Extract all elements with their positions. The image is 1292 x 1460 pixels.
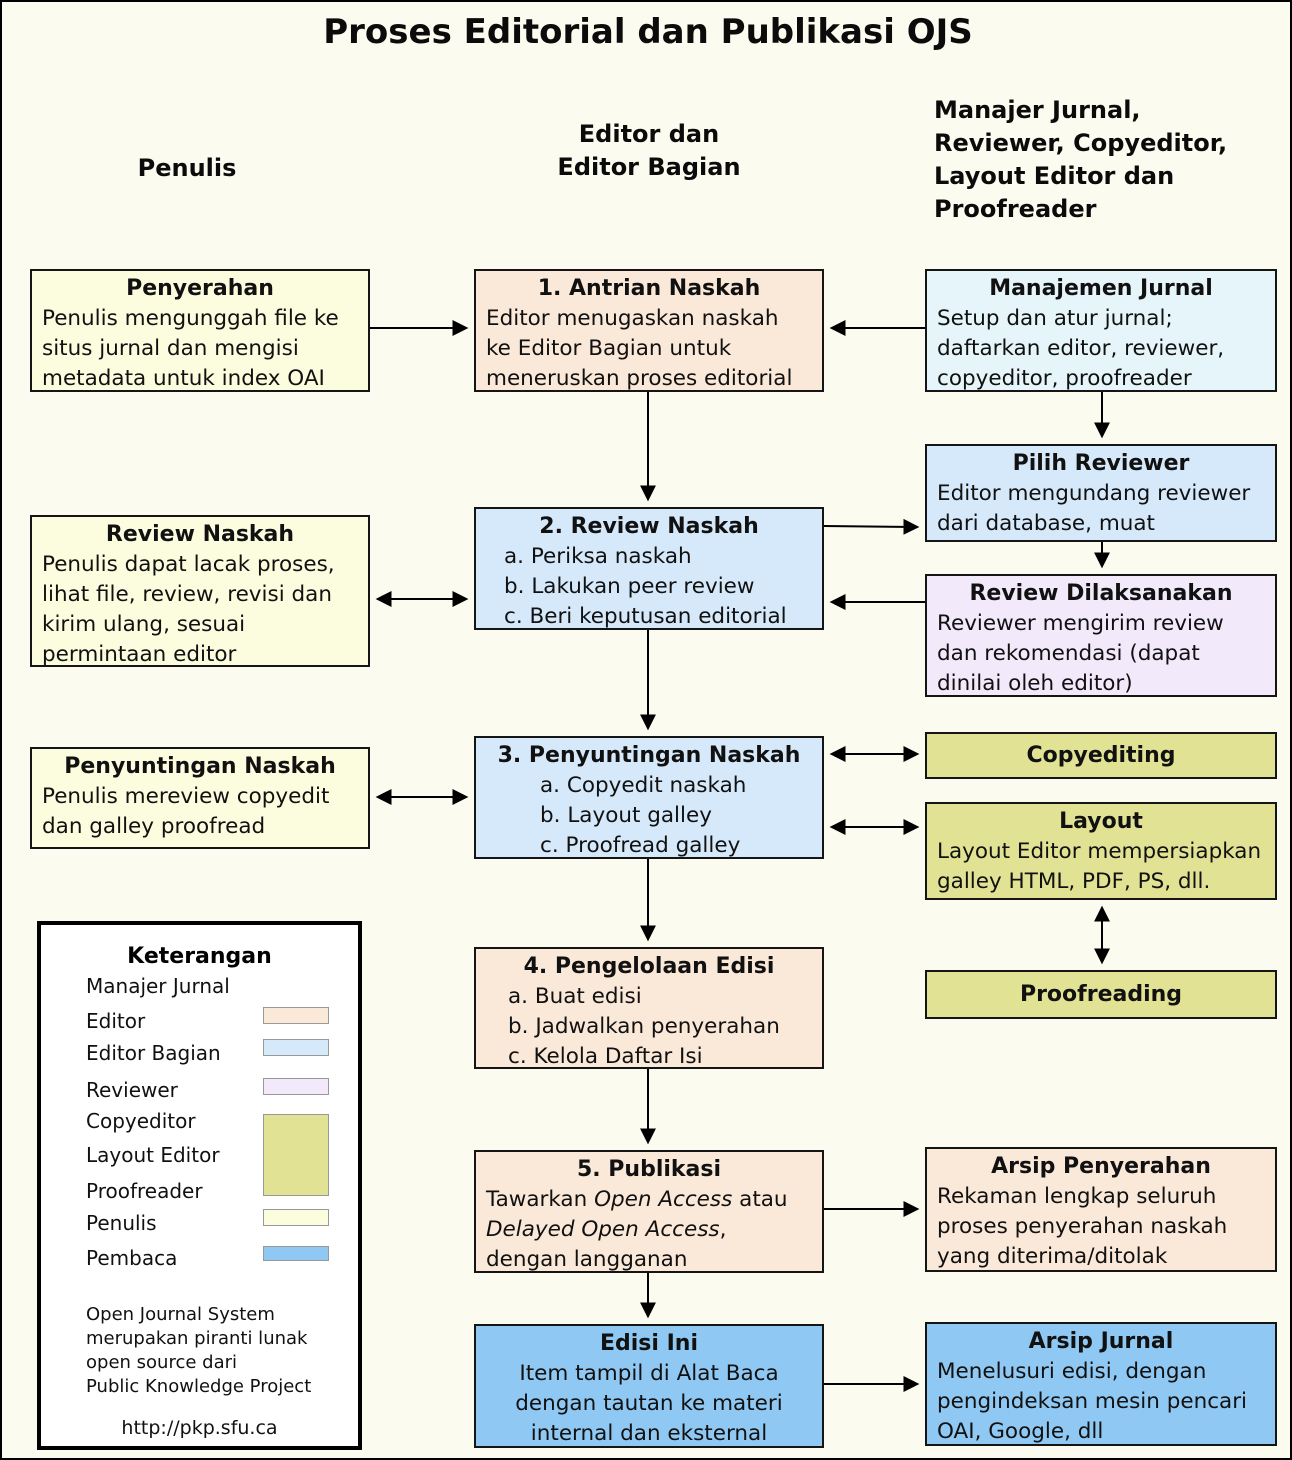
- box-penyuntingan-penulis-title: Penyuntingan Naskah: [64, 754, 336, 779]
- box-review-naskah: 2. Review Naskah a. Periksa naskah b. La…: [474, 507, 824, 630]
- legend-swatch-reviewer: [263, 1078, 329, 1095]
- box-arsip-penyerahan-title: Arsip Penyerahan: [991, 1154, 1211, 1179]
- box-publikasi-body: Tawarkan Open Access atau Delayed Open A…: [476, 1185, 822, 1272]
- box-antrian-naskah-body: Editor menugaskan naskah ke Editor Bagia…: [486, 306, 793, 391]
- legend-label-editor: Editor: [86, 1009, 146, 1033]
- box-manajemen-jurnal-body: Setup dan atur jurnal; daftarkan editor,…: [937, 306, 1225, 391]
- box-proofreading-title: Proofreading: [1019, 981, 1183, 1007]
- box-publikasi-title: 5. Publikasi: [576, 1157, 722, 1182]
- box-review-naskah-title: 2. Review Naskah: [539, 514, 759, 539]
- box-penyuntingan-naskah-body: a. Copyedit naskah b. Layout galley c. P…: [540, 773, 747, 858]
- column-header-manajer: Manajer Jurnal, Reviewer, Copyeditor, La…: [934, 96, 1228, 223]
- legend-label-editor-bagian: Editor Bagian: [86, 1041, 221, 1065]
- box-copyediting-title: Copyediting: [1026, 742, 1176, 768]
- box-pilih-reviewer-body: Editor mengundang reviewer dari database…: [937, 481, 1251, 536]
- box-pengelolaan-edisi: 4. Pengelolaan Edisi a. Buat edisi b. Ja…: [474, 947, 824, 1069]
- legend-label-penulis: Penulis: [86, 1211, 157, 1235]
- legend-footer: Open Journal System merupakan piranti lu…: [86, 1304, 312, 1397]
- legend-swatch-penulis: [263, 1209, 329, 1226]
- box-manajemen-jurnal-title: Manajemen Jurnal: [989, 276, 1213, 301]
- legend-swatch-pembaca: [263, 1246, 329, 1261]
- box-edisi-ini: Edisi Ini Item tampil di Alat Baca denga…: [474, 1324, 824, 1448]
- box-review-naskah-body: a. Periksa naskah b. Lakukan peer review…: [504, 544, 787, 629]
- box-review-dilaksanakan-body: Reviewer mengirim review dan rekomendasi…: [937, 611, 1224, 696]
- legend-label-copyeditor: Copyeditor: [86, 1109, 196, 1133]
- legend-swatch-editor: [263, 1007, 329, 1024]
- box-penyuntingan-naskah-title: 3. Penyuntingan Naskah: [497, 743, 801, 768]
- box-antrian-naskah: 1. Antrian Naskah Editor menugaskan nask…: [474, 269, 824, 392]
- box-penyerahan-title: Penyerahan: [126, 276, 274, 301]
- legend-label-pembaca: Pembaca: [86, 1246, 178, 1270]
- legend-url: http://pkp.sfu.ca: [121, 1417, 278, 1439]
- box-review-naskah-penulis-title: Review Naskah: [105, 522, 295, 547]
- box-penyuntingan-penulis: Penyuntingan Naskah Penulis mereview cop…: [30, 747, 370, 849]
- box-edisi-ini-body: Item tampil di Alat Baca dengan tautan k…: [515, 1361, 783, 1446]
- box-proofreading: Proofreading: [925, 970, 1277, 1019]
- box-edisi-ini-title: Edisi Ini: [599, 1331, 698, 1356]
- box-antrian-naskah-title: 1. Antrian Naskah: [537, 276, 761, 301]
- arrow-review-to-pilih-reviewer: [823, 518, 920, 535]
- legend-swatch-copyeditor-layout-proofreader: [263, 1114, 329, 1196]
- box-layout: Layout Layout Editor mempersiapkan galle…: [925, 802, 1277, 900]
- box-manajemen-jurnal: Manajemen Jurnal Setup dan atur jurnal; …: [925, 269, 1277, 392]
- publikasi-text-2: atau: [739, 1187, 788, 1212]
- column-header-editor: Editor dan Editor Bagian: [557, 120, 741, 181]
- publikasi-text-italic-1: Open Access: [594, 1187, 733, 1212]
- box-pengelolaan-edisi-body: a. Buat edisi b. Jadwalkan penyerahan c.…: [508, 984, 780, 1069]
- box-penyerahan-body: Penulis mengunggah file ke situs jurnal …: [42, 306, 339, 391]
- box-layout-body: Layout Editor mempersiapkan galley HTML,…: [937, 839, 1262, 894]
- box-review-naskah-penulis: Review Naskah Penulis dapat lacak proses…: [30, 515, 370, 667]
- box-review-dilaksanakan: Review Dilaksanakan Reviewer mengirim re…: [925, 574, 1277, 697]
- box-penyuntingan-naskah: 3. Penyuntingan Naskah a. Copyedit naska…: [474, 736, 824, 859]
- box-pilih-reviewer: Pilih Reviewer Editor mengundang reviewe…: [925, 444, 1277, 542]
- page-title: Proses Editorial dan Publikasi OJS: [323, 12, 973, 52]
- box-arsip-penyerahan: Arsip Penyerahan Rekaman lengkap seluruh…: [925, 1147, 1277, 1272]
- box-review-naskah-penulis-body: Penulis dapat lacak proses, lihat file, …: [42, 552, 335, 667]
- box-layout-title: Layout: [1059, 809, 1143, 834]
- legend-box: Keterangan Manajer Jurnal Editor Editor …: [37, 921, 362, 1450]
- publikasi-text-3: , dengan langganan: [486, 1217, 727, 1272]
- box-pengelolaan-edisi-title: 4. Pengelolaan Edisi: [523, 954, 775, 979]
- box-penyerahan: Penyerahan Penulis mengunggah file ke si…: [30, 269, 370, 392]
- column-header-penulis: Penulis: [137, 154, 237, 182]
- box-pilih-reviewer-title: Pilih Reviewer: [1012, 451, 1190, 476]
- box-arsip-jurnal: Arsip Jurnal Menelusuri edisi, dengan pe…: [925, 1322, 1277, 1446]
- box-review-dilaksanakan-title: Review Dilaksanakan: [969, 581, 1233, 606]
- legend-label-manajer-jurnal: Manajer Jurnal: [86, 974, 230, 998]
- legend-title: Keterangan: [127, 944, 272, 969]
- box-publikasi: 5. Publikasi Tawarkan Open Access atau D…: [474, 1150, 824, 1273]
- publikasi-text-italic-2: Delayed Open Access: [486, 1217, 720, 1242]
- legend-swatch-editor-bagian: [263, 1039, 329, 1056]
- box-penyuntingan-penulis-body: Penulis mereview copyedit dan galley pro…: [42, 784, 330, 839]
- box-arsip-penyerahan-body: Rekaman lengkap seluruh proses penyeraha…: [937, 1184, 1228, 1269]
- box-copyediting: Copyediting: [925, 732, 1277, 779]
- legend-label-proofreader: Proofreader: [86, 1179, 203, 1203]
- legend-label-layout-editor: Layout Editor: [86, 1143, 220, 1167]
- box-arsip-jurnal-title: Arsip Jurnal: [1028, 1329, 1174, 1354]
- publikasi-text-1: Tawarkan: [486, 1187, 595, 1212]
- legend-label-reviewer: Reviewer: [86, 1078, 178, 1102]
- box-arsip-jurnal-body: Menelusuri edisi, dengan pengindeksan me…: [937, 1359, 1248, 1444]
